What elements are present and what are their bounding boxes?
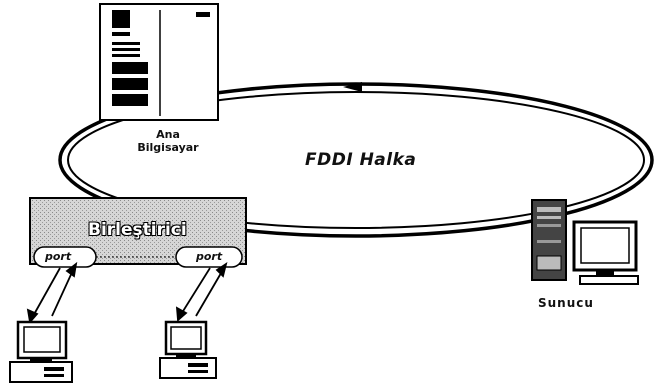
server-label: Sunucu: [538, 296, 594, 310]
port-links: [28, 264, 226, 322]
workstation-icon: [10, 322, 72, 382]
server-icon: [532, 200, 638, 284]
mainframe-icon: [100, 4, 218, 120]
port-label: port: [196, 250, 222, 263]
concentrator-label: Birleştirici: [88, 220, 187, 240]
mainframe-label-text: Ana Bilgisayar: [137, 128, 198, 154]
port-label: port: [45, 250, 71, 263]
workstation-icon: [160, 322, 216, 378]
mainframe-label: Ana Bilgisayar: [133, 128, 203, 154]
ring-label: FDDI Halka: [305, 150, 416, 170]
